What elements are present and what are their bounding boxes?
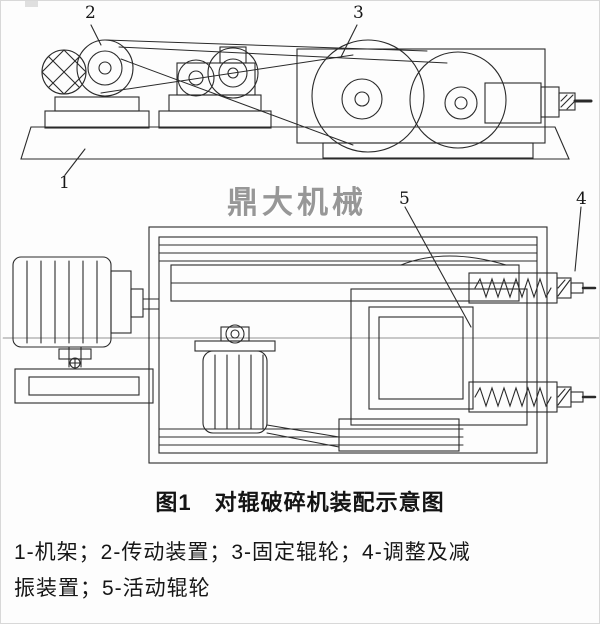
callout-2: 2 bbox=[85, 3, 96, 23]
callout-4: 4 bbox=[576, 189, 587, 209]
scan-artifact bbox=[25, 1, 38, 7]
legend-line-1: 1-机架；2-传动装置；3-固定辊轮；4-调整及减 bbox=[14, 541, 471, 564]
leader-2 bbox=[90, 24, 102, 46]
side-view-drawing bbox=[20, 24, 593, 176]
roller-flywheel-group bbox=[296, 39, 593, 159]
callout-5: 5 bbox=[399, 189, 410, 209]
callout-3: 3 bbox=[353, 3, 364, 23]
drive-pulley-group bbox=[41, 39, 150, 129]
figure-caption: 图1 对辊破碎机装配示意图 bbox=[155, 490, 445, 515]
fixed-roller-housing bbox=[170, 255, 520, 302]
spring-bottom bbox=[468, 381, 597, 413]
watermark: 鼎大机械 bbox=[227, 185, 367, 220]
leader-4 bbox=[574, 206, 582, 272]
center-motor bbox=[194, 324, 276, 434]
callout-1: 1 bbox=[59, 173, 70, 193]
leader-1 bbox=[64, 148, 86, 176]
belt-lines bbox=[100, 39, 448, 146]
middle-bearing-group bbox=[158, 46, 272, 129]
leader-5 bbox=[404, 206, 472, 328]
spring-top bbox=[468, 272, 597, 304]
bottom-drive bbox=[266, 418, 460, 452]
figure-legend: 1-机架；2-传动装置；3-固定辊轮；4-调整及减 振装置；5-活动辊轮 bbox=[14, 535, 471, 607]
machine-base bbox=[20, 126, 570, 160]
moving-roller-housing bbox=[350, 288, 528, 426]
plan-view-drawing bbox=[2, 206, 599, 464]
leader-3 bbox=[340, 24, 358, 58]
lower-left-coupling bbox=[14, 346, 154, 404]
left-motor bbox=[12, 256, 160, 348]
legend-line-2: 振装置；5-活动辊轮 bbox=[14, 577, 211, 600]
main-frame bbox=[148, 226, 548, 464]
